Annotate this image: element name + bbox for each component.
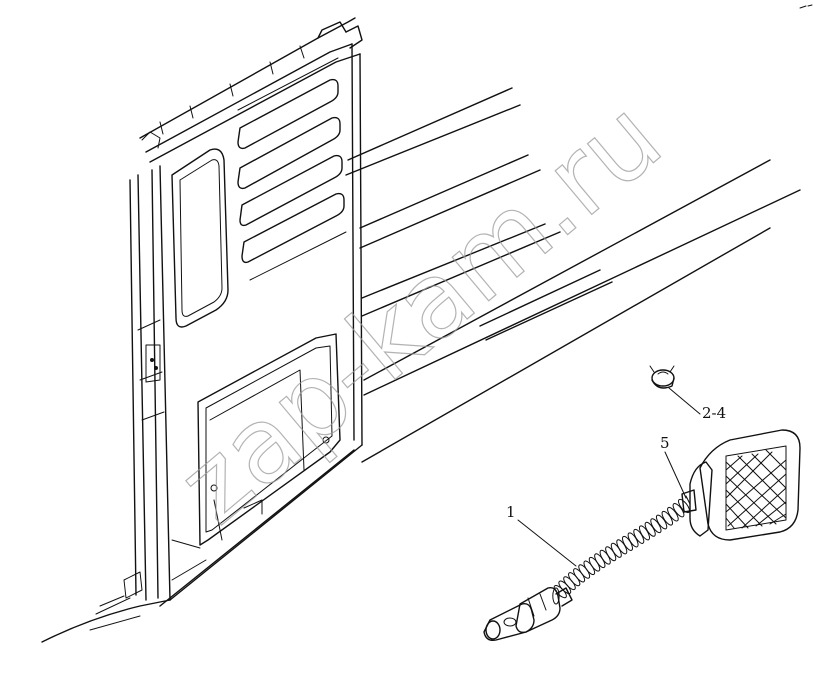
harness-ring xyxy=(616,539,628,555)
leader-part-1 xyxy=(517,519,577,567)
lens-pattern xyxy=(725,449,787,529)
harness-ring xyxy=(599,549,611,565)
side-panel xyxy=(41,17,363,643)
body-side-lines xyxy=(345,87,801,463)
side-marker-lamp xyxy=(483,429,801,642)
wiring-harness xyxy=(552,498,690,605)
corner-mark xyxy=(799,4,813,9)
harness-ring xyxy=(610,542,622,558)
leader-lines xyxy=(517,387,701,567)
harness-ring xyxy=(605,546,617,562)
harness-ring xyxy=(552,587,560,605)
harness-ring xyxy=(678,498,690,514)
harness-ring xyxy=(622,535,633,551)
watermark-text: zap-kam.ru xyxy=(156,76,684,547)
callout-part-5: 5 xyxy=(660,434,670,452)
clip-part xyxy=(649,365,675,389)
callout-part-2-4: 2-4 xyxy=(702,404,726,422)
callout-part-1: 1 xyxy=(506,503,516,521)
leader-part-2-4 xyxy=(668,387,701,415)
leader-part-5 xyxy=(664,451,687,499)
